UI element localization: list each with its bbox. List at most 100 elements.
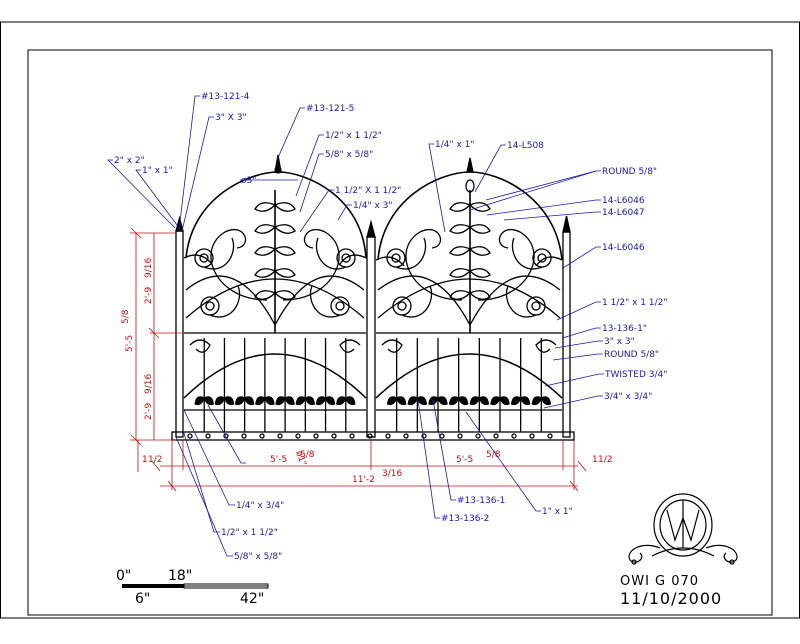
upper-height: 2'-9: [144, 287, 154, 304]
right-post-width-frac: 1/2: [598, 455, 612, 465]
drawing-code: OWI G 070: [620, 574, 699, 589]
rivet: [493, 433, 499, 439]
rivet: [205, 433, 211, 439]
leaf-ornament: [469, 290, 491, 300]
leaf-ornament: [254, 202, 276, 212]
rivet: [331, 433, 337, 439]
leaf-ornament: [469, 224, 491, 234]
picket-leaf: [234, 396, 255, 406]
lower-height: 2'-9: [144, 403, 154, 420]
c-scroll: [405, 229, 463, 301]
rivet: [439, 433, 445, 439]
picket-leaf: [469, 396, 490, 406]
center-finial: [366, 219, 376, 238]
center-post: [366, 236, 376, 438]
upper-height-frac: 9/16: [144, 258, 154, 278]
callout-19: ROUND 5/8": [604, 350, 659, 360]
leaf-ornament: [274, 224, 296, 234]
callout-3: 2" x 2": [114, 156, 145, 166]
gate-elevation: [171, 154, 575, 441]
leaf-ornament: [254, 268, 276, 278]
rivet: [349, 433, 355, 439]
c-scroll: [210, 229, 268, 301]
callout-14: 14-L6047: [602, 208, 645, 218]
callout-7: 5/8" x 5/8": [325, 150, 373, 160]
callout-15: 14-L6046: [602, 243, 645, 253]
rivet: [421, 433, 427, 439]
scale-label-18: 18": [168, 568, 192, 584]
scale-label-6: 6": [135, 591, 150, 607]
left-shoulder-l: [183, 254, 213, 265]
callout-23: 1/2" x 1 1/2": [221, 528, 278, 538]
left-pickets: [194, 338, 356, 432]
leaf-ornament: [449, 246, 471, 256]
picket-leaf: [275, 396, 295, 406]
callout-9: 1/4" x 3": [353, 201, 393, 211]
picket-leaf: [315, 396, 336, 406]
leaf-ornament: [449, 202, 471, 212]
overall-height: 5'-5: [125, 335, 135, 352]
leaf-ornament: [274, 290, 296, 300]
picket-leaf: [255, 396, 275, 406]
callout-12: ROUND 5/8": [602, 167, 657, 177]
left-leaf-width: 5'-5: [270, 455, 287, 465]
callout-24: 5/8" x 5/8": [234, 552, 282, 562]
callout-11: 14-L508: [507, 141, 544, 151]
right-shoulder-r: [535, 256, 563, 267]
right-arch-ball: [465, 179, 475, 193]
left-post: [175, 230, 184, 438]
leaf-ornament: [254, 224, 276, 234]
right-finial: [562, 215, 571, 233]
rivet: [403, 433, 409, 439]
inner-border: [27, 49, 773, 616]
picket-leaf: [407, 396, 428, 406]
leaf-ornament: [254, 290, 276, 300]
callout-21: 3/4" x 3/4": [604, 392, 652, 402]
overall-width-frac: 3/16: [382, 469, 402, 479]
rivet: [547, 433, 553, 439]
spiral: [386, 248, 406, 268]
rivet: [259, 433, 265, 439]
scale-label-42: 42": [240, 591, 264, 607]
right-lower-arch: [375, 353, 563, 399]
callout-2: 3" X 3": [215, 113, 247, 123]
lower-height-frac: 9/16: [144, 374, 154, 394]
left-shoulder-r: [339, 254, 367, 265]
picket-leaf: [531, 396, 552, 406]
callout-8: 1 1/2" X 1 1/2": [335, 186, 401, 196]
left-scrollwork: [185, 190, 365, 353]
overall-height-frac: 5/8: [121, 309, 131, 324]
rivet-dia: ø1": [293, 450, 308, 468]
left-post-width-frac: 1/2: [148, 455, 162, 465]
rivet: [187, 433, 193, 439]
right-post-width: 1: [592, 455, 598, 465]
c-scroll: [282, 229, 340, 301]
left-leaf-width-frac: 5/8: [300, 450, 315, 460]
leaf-ornament: [274, 246, 296, 256]
callout-16: 1 1/2" x 1 1/2": [602, 298, 667, 308]
rivet: [511, 433, 517, 439]
callout-20: TWISTED 3/4": [604, 370, 667, 380]
drawing-date: 11/10/2000: [620, 589, 722, 608]
callout-4: 1" x 1": [142, 166, 173, 176]
callout-texts: #13-121-4 3" X 3" 2" x 2" 1" x 1" #13-12…: [114, 92, 667, 562]
left-lower-arch: [183, 353, 367, 399]
leaf-ornament: [469, 268, 491, 278]
leaf-ornament: [449, 224, 471, 234]
callout-13: 14-L6046: [602, 196, 645, 206]
leaf-ornament: [274, 202, 296, 212]
right-arch-finial: [466, 157, 474, 173]
rivet: [313, 433, 319, 439]
picket-leaf: [295, 396, 316, 406]
callout-18: 3" x 3": [604, 337, 635, 347]
right-scrollwork: [377, 190, 561, 353]
rivet: [241, 433, 247, 439]
callout-28: ø3": [241, 176, 256, 186]
callout-25: #13-136-1: [457, 496, 505, 506]
dimension-lines: [130, 227, 587, 492]
right-post: [562, 231, 571, 438]
rivet: [457, 433, 463, 439]
picket-leaf: [194, 396, 214, 406]
right-leaf-width-frac: 5/8: [486, 450, 501, 460]
